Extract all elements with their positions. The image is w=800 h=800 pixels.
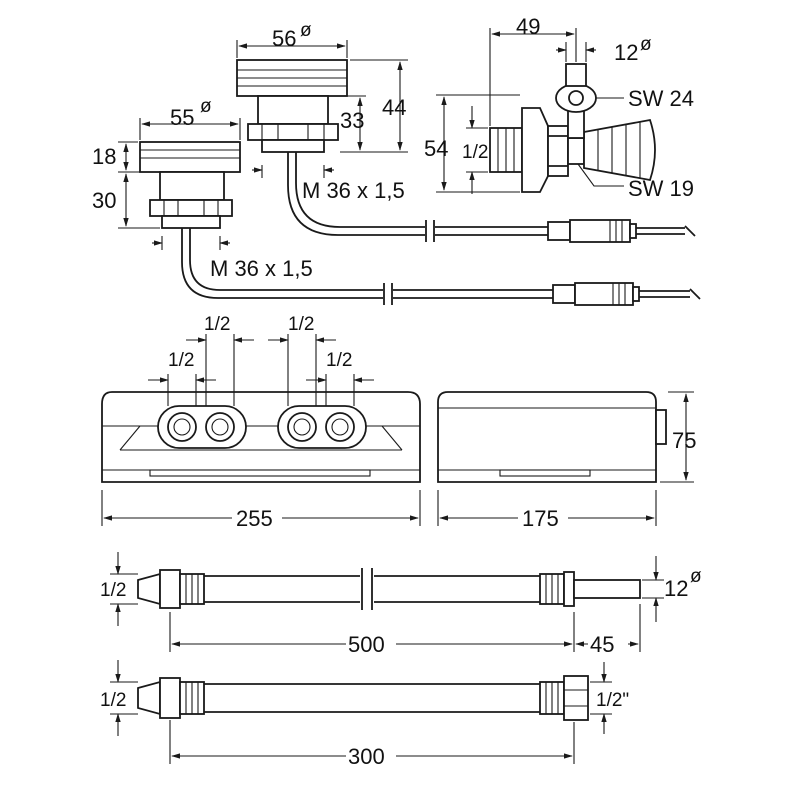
angle-valve bbox=[489, 63, 656, 193]
diameter-sign-small: ø bbox=[200, 96, 212, 117]
callout-sw19: SW 19 bbox=[577, 163, 694, 201]
dim-thread-bottom: M 36 x 1,5 bbox=[152, 236, 313, 281]
label-thread-bottom: M 36 x 1,5 bbox=[210, 256, 313, 281]
dim-54-valve: 54 1/2 bbox=[424, 94, 520, 194]
label-56: 56 bbox=[272, 26, 296, 51]
dim-44-33: 33 44 bbox=[340, 59, 408, 153]
diameter-sign-hose: ø bbox=[690, 566, 702, 587]
label-hose2-end: 1/2" bbox=[596, 690, 629, 711]
dim-hose-2: 1/2 1/2" 300 bbox=[100, 660, 629, 769]
label-44: 44 bbox=[382, 95, 406, 120]
label-18: 18 bbox=[92, 144, 116, 169]
label-500: 500 bbox=[348, 632, 385, 657]
hose-2 bbox=[137, 675, 589, 721]
diameter-sign: ø bbox=[300, 20, 312, 41]
label-55: 55 bbox=[170, 105, 194, 130]
label-half-box-2: 1/2 bbox=[204, 314, 230, 335]
sensor-large bbox=[236, 59, 696, 243]
label-hose1-half: 1/2 bbox=[100, 580, 126, 601]
dim-18-30: 18 30 bbox=[92, 141, 160, 229]
label-33: 33 bbox=[340, 108, 364, 133]
label-hose1-12: 12 bbox=[664, 576, 688, 601]
label-sw24: SW 24 bbox=[628, 86, 694, 111]
diameter-sign-valve: ø bbox=[640, 34, 652, 55]
dim-55: 55 ø bbox=[139, 96, 241, 140]
label-255: 255 bbox=[236, 506, 273, 531]
control-box-side bbox=[437, 391, 667, 483]
label-half-box-3: 1/2 bbox=[288, 314, 314, 335]
callout-sw24: SW 24 bbox=[596, 86, 694, 111]
label-54: 54 bbox=[424, 136, 448, 161]
sensor-small bbox=[139, 141, 701, 306]
label-half-box-4: 1/2 bbox=[326, 350, 352, 371]
label-sw19: SW 19 bbox=[628, 176, 694, 201]
dim-thread-top: M 36 x 1,5 bbox=[252, 165, 405, 203]
label-175: 175 bbox=[522, 506, 559, 531]
label-half-box-1: 1/2 bbox=[168, 350, 194, 371]
label-75: 75 bbox=[672, 428, 696, 453]
dim-12-valve: 12 ø bbox=[556, 34, 652, 65]
label-300: 300 bbox=[348, 744, 385, 769]
dim-49: 49 bbox=[489, 14, 577, 126]
control-box-front bbox=[101, 391, 421, 483]
label-thread-top: M 36 x 1,5 bbox=[302, 178, 405, 203]
dims-box-ports: 1/2 1/2 1/2 1/2 bbox=[148, 314, 374, 406]
label-hose2-half: 1/2 bbox=[100, 690, 126, 711]
dim-255-175: 255 175 bbox=[101, 490, 657, 531]
hose-1 bbox=[137, 568, 641, 610]
dim-75: 75 bbox=[660, 391, 696, 483]
label-45: 45 bbox=[590, 632, 614, 657]
label-half-valve: 1/2 bbox=[462, 142, 488, 163]
dim-hose-1: 1/2 500 45 12 ø bbox=[100, 552, 702, 657]
label-49: 49 bbox=[516, 14, 540, 39]
label-12-valve: 12 bbox=[614, 40, 638, 65]
dim-56: 56 ø bbox=[236, 20, 348, 58]
label-30: 30 bbox=[92, 188, 116, 213]
